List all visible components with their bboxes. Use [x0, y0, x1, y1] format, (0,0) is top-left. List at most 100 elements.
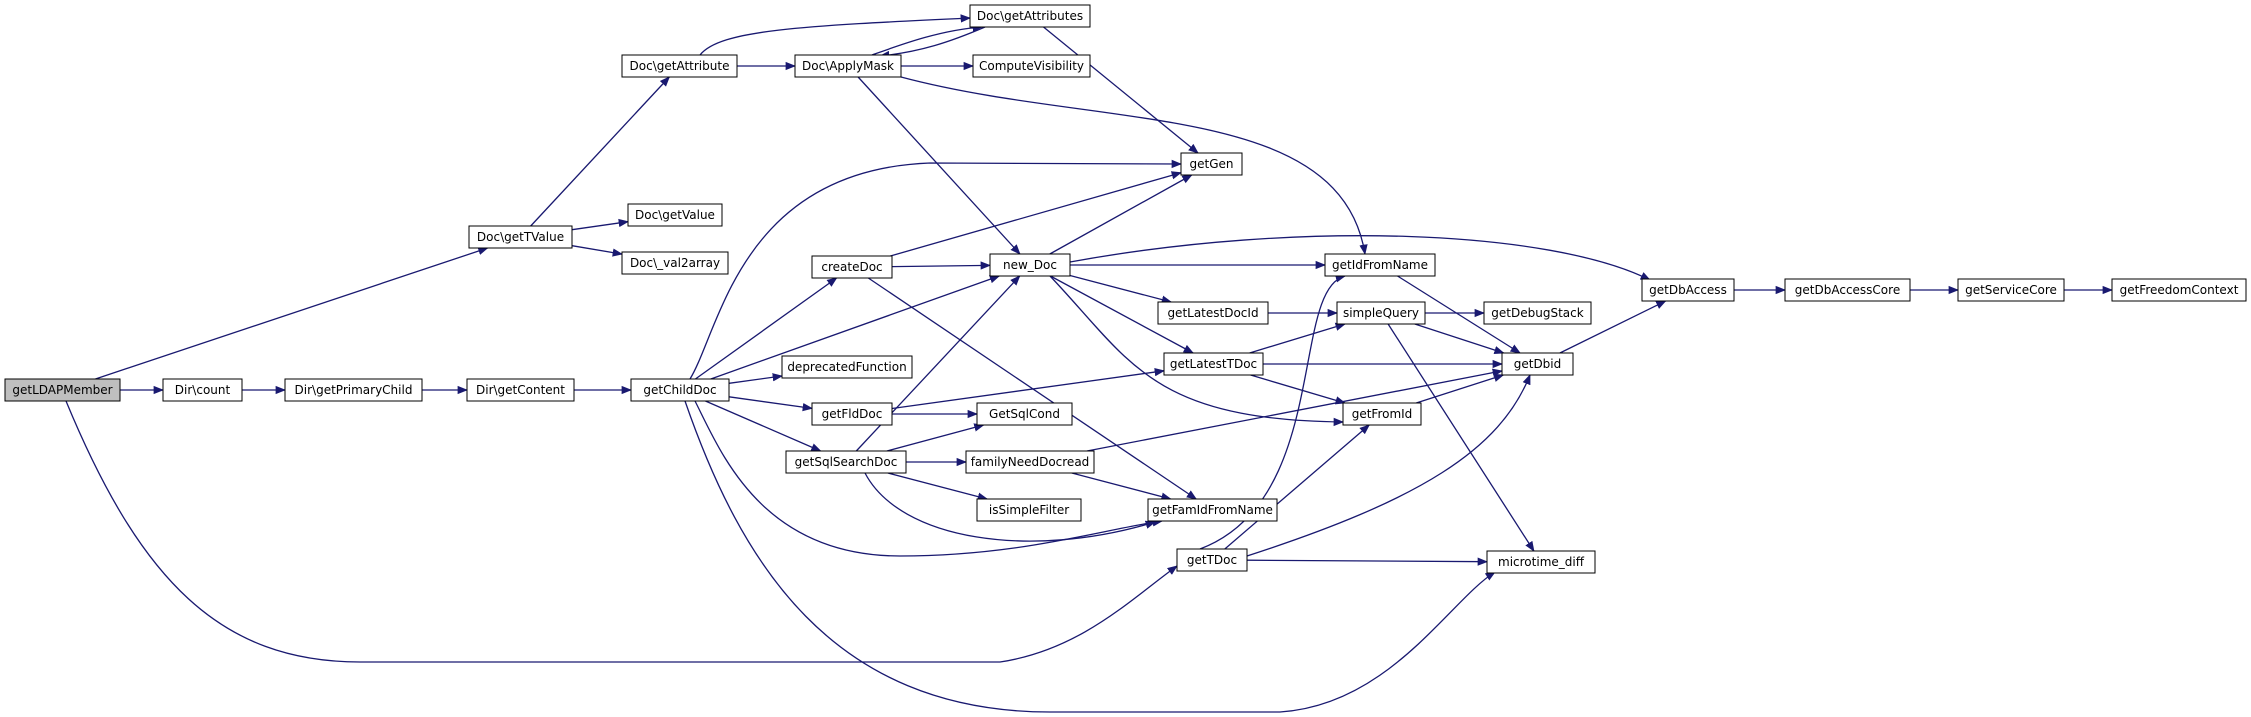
node-getsqlsearchdoc[interactable]: getSqlSearchDoc [785, 450, 907, 474]
edge-createDoc-to-new_Doc [891, 261, 992, 270]
node-getchilddoc[interactable]: getChildDoc [630, 378, 730, 402]
edge-arrow [1559, 300, 1667, 354]
node-getgen[interactable]: getGen [1180, 152, 1243, 176]
edge-Doc_getAttribute-to-Doc_getAttributes [699, 14, 972, 56]
edge-arrow [684, 400, 1496, 713]
node-doc-applymask[interactable]: Doc\ApplyMask [794, 54, 902, 78]
node-label: getDbid [1514, 357, 1562, 371]
edge-Doc_getTValue-to-Doc_getAttribute [530, 76, 671, 227]
node-label: getFldDoc [822, 407, 883, 421]
edge-Doc_getTValue-to-Doc_getValue [571, 218, 630, 231]
node-microtime-diff[interactable]: microtime_diff [1486, 550, 1596, 574]
node-label: getDebugStack [1491, 306, 1583, 320]
edge-getTDoc-to-getDbid [1246, 374, 1531, 557]
edge-arrow [695, 277, 838, 380]
edge-arrow [1414, 323, 1505, 355]
node-doc-getattribute[interactable]: Doc\getAttribute [621, 54, 738, 78]
node-box [621, 251, 729, 275]
edge-arrow [1086, 368, 1504, 452]
node-getfreedomcontext[interactable]: getFreedomContext [2111, 278, 2247, 302]
node-label: Doc\getValue [635, 208, 715, 222]
edge-Doc_ApplyMask-to-Doc_getAttributes [871, 23, 984, 56]
node-box [1147, 498, 1278, 522]
edge-new_Doc-to-getDbAccess [1069, 235, 1651, 281]
node-getfromid[interactable]: getFromId [1342, 402, 1422, 426]
edge-new_Doc-to-getGen [1049, 174, 1193, 255]
node-createdoc[interactable]: createDoc [811, 255, 893, 279]
node-box [1180, 152, 1243, 176]
node-getlatesttdoc[interactable]: getLatestTDoc [1163, 352, 1264, 376]
node-gettdoc[interactable]: getTDoc [1176, 548, 1248, 572]
edge-getChildDoc-to-getFamIdFromName [694, 400, 1164, 557]
node-doc-val2array[interactable]: Doc\_val2array [621, 251, 729, 275]
node-box [621, 54, 738, 78]
edge-arrow [878, 26, 986, 60]
graph-nodes: getLDAPMember Dir\count Dir\getPrimaryChil… [4, 4, 2247, 574]
edge-Doc_ApplyMask-to-getIdFromName [900, 76, 1368, 256]
node-dir-count[interactable]: Dir\count [162, 378, 243, 402]
node-issimplefilter[interactable]: isSimpleFilter [976, 498, 1082, 522]
edge-getLDAPMember-to-getTDoc [65, 400, 1178, 663]
edge-getChildDoc-to-deprecatedFunction [728, 373, 784, 384]
edge-arrow [728, 373, 784, 384]
node-getdbid[interactable]: getDbid [1501, 352, 1574, 376]
node-box [785, 450, 907, 474]
node-label: GetSqlCond [989, 407, 1060, 421]
node-dir-getprimarychild[interactable]: Dir\getPrimaryChild [284, 378, 423, 402]
node-box [781, 355, 913, 379]
edge-arrow [1246, 557, 1489, 566]
node-box [989, 253, 1071, 277]
node-doc-gettvalue[interactable]: Doc\getTValue [468, 225, 573, 249]
node-doc-getvalue[interactable]: Doc\getValue [627, 203, 723, 227]
edge-Doc_getAttributes-to-getGen [1043, 26, 1199, 154]
node-getfamidfromname[interactable]: getFamIdFromName [1147, 498, 1278, 522]
edge-arrow [1043, 26, 1199, 154]
edge-arrow [689, 159, 1183, 380]
node-label: Dir\getPrimaryChild [295, 383, 413, 397]
node-dir-getcontent[interactable]: Dir\getContent [466, 378, 575, 402]
node-label: isSimpleFilter [989, 503, 1069, 517]
node-label: getFreedomContext [2120, 283, 2239, 297]
node-box [965, 450, 1095, 474]
node-getdbaccess[interactable]: getDbAccess [1641, 278, 1735, 302]
edge-arrow [1049, 174, 1193, 255]
edge-getTDoc-to-microtime_diff [1246, 557, 1489, 566]
node-getlatestdocid[interactable]: getLatestDocId [1157, 301, 1269, 325]
node-box [1336, 301, 1426, 325]
node-label: new_Doc [1003, 258, 1057, 272]
node-label: ComputeVisibility [979, 59, 1084, 73]
node-doc-getattributes[interactable]: Doc\getAttributes [969, 4, 1091, 28]
node-box [1176, 548, 1248, 572]
node-box [1486, 550, 1596, 574]
edge-getFldDoc-to-getLatestTDoc [891, 367, 1166, 410]
node-getdbaccesscore[interactable]: getDbAccessCore [1784, 278, 1911, 302]
node-getldapmember[interactable]: getLDAPMember [4, 378, 121, 402]
edge-getSqlSearchDoc-to-getFamIdFromName [864, 472, 1156, 542]
edge-arrow [871, 23, 984, 56]
edge-getSqlSearchDoc-to-GetSqlCond [886, 423, 985, 452]
edge-Doc_getAttributes-to-Doc_ApplyMask [878, 26, 986, 60]
edge-getChildDoc-to-getSqlSearchDoc [705, 400, 822, 452]
node-new-doc[interactable]: new_Doc [989, 253, 1071, 277]
node-getsqlcond[interactable]: GetSqlCond [976, 402, 1073, 426]
edge-arrow [1416, 373, 1505, 404]
node-familyneeddocread[interactable]: familyNeedDocread [965, 450, 1095, 474]
node-getdebugstack[interactable]: getDebugStack [1483, 301, 1592, 325]
node-box [1342, 402, 1422, 426]
node-simplequery[interactable]: simpleQuery [1336, 301, 1426, 325]
edge-simpleQuery-to-getDbid [1414, 323, 1505, 355]
node-getidfromname[interactable]: getIdFromName [1324, 253, 1436, 277]
edge-getChildDoc-to-getGen [689, 159, 1183, 380]
node-getflddoc[interactable]: getFldDoc [811, 402, 893, 426]
node-deprecatedfunction[interactable]: deprecatedFunction [781, 355, 913, 379]
node-computevisibility[interactable]: ComputeVisibility [972, 54, 1091, 78]
edge-arrow [1050, 275, 1195, 354]
node-getservicecore[interactable]: getServiceCore [1957, 278, 2065, 302]
edge-arrow [890, 171, 1182, 257]
node-label: getFamIdFromName [1152, 503, 1273, 517]
node-label: Doc\ApplyMask [802, 59, 894, 73]
node-label: getLatestDocId [1167, 306, 1258, 320]
node-box [794, 54, 902, 78]
node-box [1324, 253, 1436, 277]
